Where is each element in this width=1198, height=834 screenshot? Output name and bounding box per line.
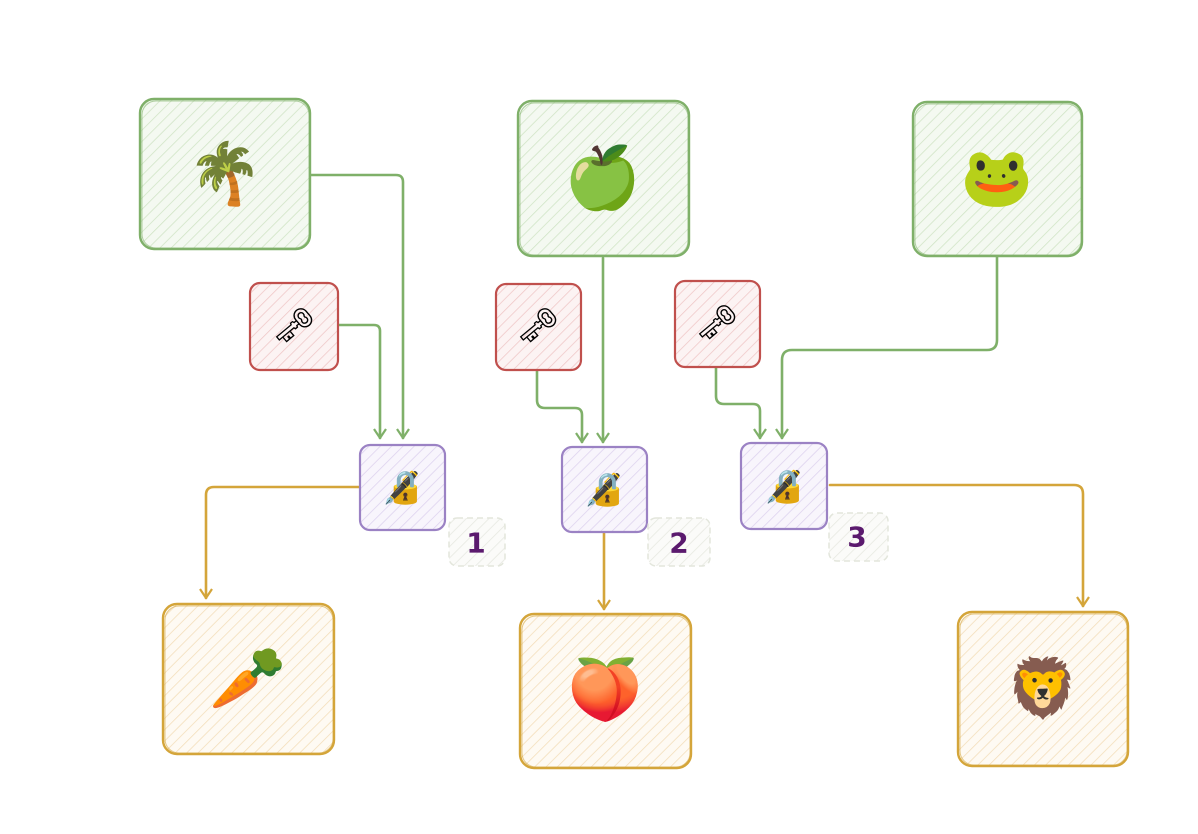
output-peach: 🍑	[518, 612, 693, 770]
frog-icon: 🐸	[961, 143, 1033, 211]
input-connectors	[308, 173, 999, 444]
peach-icon: 🍑	[568, 655, 643, 725]
palm-to-signer-1-connector	[308, 173, 410, 440]
signer-1-to-carrot-connector	[199, 485, 362, 600]
step-number: 2	[669, 527, 688, 560]
input-palm-tree: 🌴	[138, 97, 312, 251]
key-box-1: 🗝	[248, 281, 340, 372]
step-number: 3	[847, 521, 866, 554]
output-connectors	[199, 483, 1090, 611]
key-3-to-signer-3-connector	[714, 365, 767, 440]
key-icon: 🗝	[516, 306, 559, 346]
step-label-3: 3	[828, 512, 889, 562]
output-lion: 🦁	[956, 610, 1130, 768]
key-icon: 🗝	[272, 306, 315, 346]
input-frog: 🐸	[911, 100, 1084, 258]
key-1-to-signer-1-connector	[336, 323, 387, 440]
key-box-2: 🗝	[494, 282, 583, 372]
signing-pen-icon: 🔏	[382, 468, 422, 506]
signer-box-2: 🔏	[560, 445, 649, 534]
signer-3-to-lion-connector	[828, 483, 1090, 608]
palm-tree-icon: 🌴	[188, 139, 263, 209]
frog-to-signer-3-connector	[775, 254, 999, 440]
output-carrot: 🥕	[161, 602, 336, 756]
key-box-3: 🗝	[673, 279, 762, 369]
step-label-2: 2	[647, 517, 711, 567]
signing-pen-icon: 🔏	[584, 470, 624, 508]
step-label-1: 1	[448, 517, 506, 567]
input-green-apple: 🍏	[516, 99, 691, 258]
signing-pen-icon: 🔏	[764, 467, 804, 505]
key-icon: 🗝	[695, 303, 738, 343]
step-number: 1	[466, 527, 485, 560]
signer-box-1: 🔏	[358, 443, 447, 532]
green-apple-icon: 🍏	[564, 141, 641, 214]
signer-box-3: 🔏	[739, 441, 829, 531]
lion-icon: 🦁	[1007, 654, 1079, 722]
carrot-icon: 🥕	[209, 642, 286, 715]
key-2-to-signer-2-connector	[535, 368, 589, 444]
